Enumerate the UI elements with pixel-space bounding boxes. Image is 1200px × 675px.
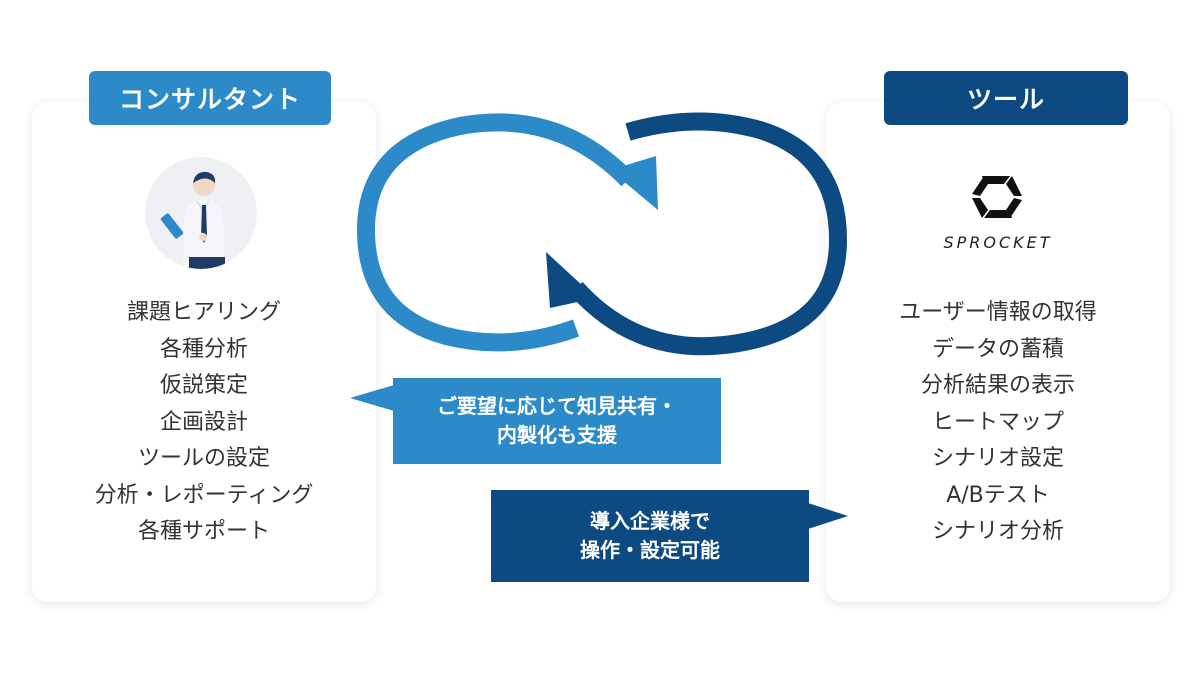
callout-pointer-right	[808, 503, 848, 529]
callout-line: 操作・設定可能	[580, 538, 720, 562]
callout-pointer-left	[350, 385, 394, 411]
consultant-avatar-icon	[145, 157, 257, 269]
list-item: 企画設計	[159, 409, 248, 435]
callout-line: ご要望に応じて知見共有・	[437, 394, 677, 418]
callout-line: 内製化も支援	[497, 423, 617, 447]
tool-card	[826, 102, 1170, 602]
tool-feature-list: ユーザー情報の取得 データの蓄積 分析結果の表示 ヒートマップ シナリオ設定 A…	[826, 295, 1170, 551]
callout-line: 導入企業様で	[590, 509, 710, 533]
callout-self-operation: 導入企業様で 操作・設定可能	[491, 490, 809, 582]
sprocket-logo-text: SPROCKET	[943, 233, 1053, 252]
list-item: 分析・レポーティング	[94, 482, 314, 508]
callout-knowledge-sharing: ご要望に応じて知見共有・ 内製化も支援	[393, 378, 721, 464]
list-item: A/Bテスト	[946, 482, 1050, 508]
list-item: データの蓄積	[931, 336, 1064, 362]
consultant-task-list: 課題ヒアリング 各種分析 仮説策定 企画設計 ツールの設定 分析・レポーティング…	[32, 295, 376, 551]
list-item: 仮説策定	[159, 373, 248, 398]
list-item: シナリオ設定	[931, 446, 1064, 471]
list-item: シナリオ分析	[931, 519, 1064, 544]
list-item: 各種分析	[159, 336, 248, 362]
list-item: ユーザー情報の取得	[899, 300, 1097, 325]
list-item: 分析結果の表示	[920, 373, 1075, 398]
sprocket-logo-icon	[972, 176, 1022, 218]
tool-badge: ツール	[884, 71, 1128, 125]
list-item: 各種サポート	[137, 519, 270, 544]
consultant-badge: コンサルタント	[89, 71, 331, 125]
list-item: ツールの設定	[137, 446, 270, 471]
cycle-arrows-icon	[356, 112, 848, 356]
list-item: ヒートマップ	[931, 409, 1064, 435]
list-item: 課題ヒアリング	[126, 300, 281, 325]
